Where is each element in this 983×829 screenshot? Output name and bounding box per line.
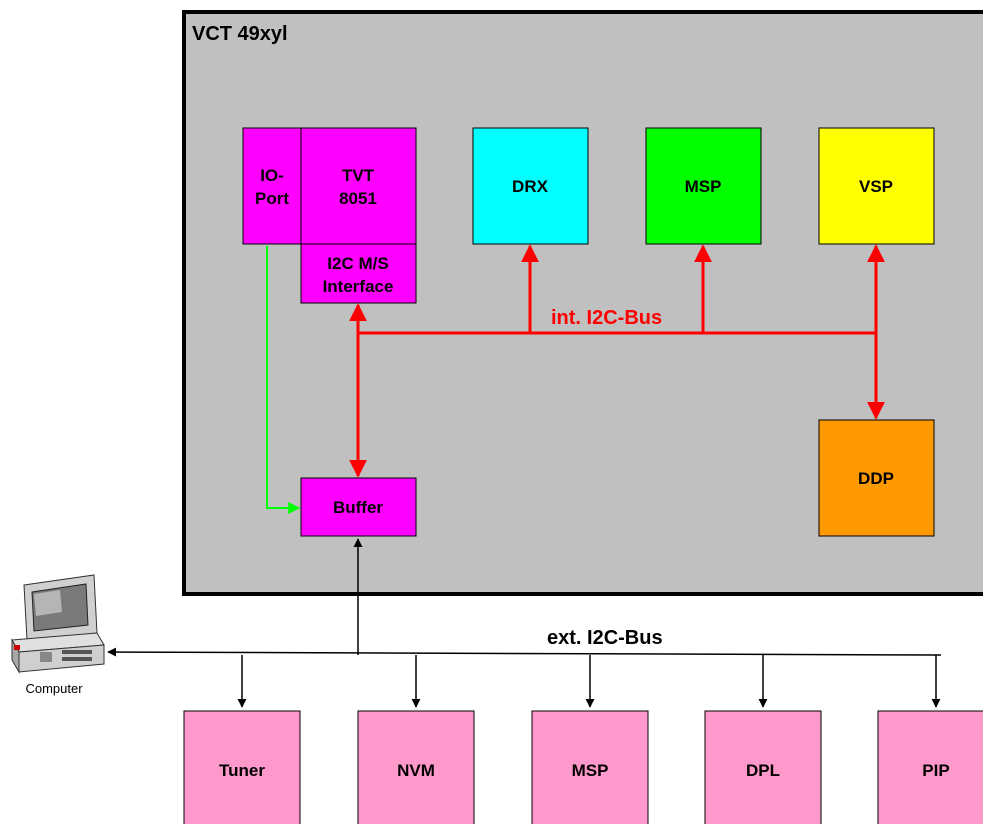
- chip-title: VCT 49xyl: [192, 23, 288, 45]
- tvt-block: TVT 8051: [301, 128, 416, 244]
- external-device: DPL: [705, 711, 821, 824]
- svg-text:IO-: IO-: [260, 166, 284, 185]
- io-port-block: IO- Port: [243, 128, 301, 244]
- drx-block: DRX: [473, 128, 588, 244]
- svg-text:I2C M/S: I2C M/S: [327, 254, 388, 273]
- external-device: NVM: [358, 711, 474, 824]
- svg-text:DDP: DDP: [858, 469, 894, 488]
- vsp-block: VSP: [819, 128, 934, 244]
- svg-text:VSP: VSP: [859, 177, 893, 196]
- buffer-block: Buffer: [301, 478, 416, 536]
- svg-text:TVT: TVT: [342, 166, 375, 185]
- svg-text:NVM: NVM: [397, 761, 435, 780]
- ddp-block: DDP: [819, 420, 934, 536]
- external-device: PIP: [878, 711, 983, 824]
- msp-internal-block: MSP: [646, 128, 761, 244]
- i2c-interface-block: I2C M/S Interface: [301, 244, 416, 303]
- svg-text:Tuner: Tuner: [219, 761, 265, 780]
- svg-text:Buffer: Buffer: [333, 498, 383, 517]
- computer-label: Computer: [25, 681, 83, 696]
- svg-text:DRX: DRX: [512, 177, 549, 196]
- svg-text:DPL: DPL: [746, 761, 780, 780]
- external-device: MSP: [532, 711, 648, 824]
- svg-text:MSP: MSP: [572, 761, 609, 780]
- external-device: Tuner: [184, 711, 300, 824]
- internal-bus-label: int. I2C-Bus: [551, 307, 662, 329]
- computer-icon: [12, 575, 104, 672]
- external-bus-label: ext. I2C-Bus: [547, 627, 663, 649]
- svg-text:Interface: Interface: [323, 277, 394, 296]
- svg-text:8051: 8051: [339, 189, 377, 208]
- svg-text:PIP: PIP: [922, 761, 949, 780]
- svg-text:Port: Port: [255, 189, 289, 208]
- svg-text:MSP: MSP: [685, 177, 722, 196]
